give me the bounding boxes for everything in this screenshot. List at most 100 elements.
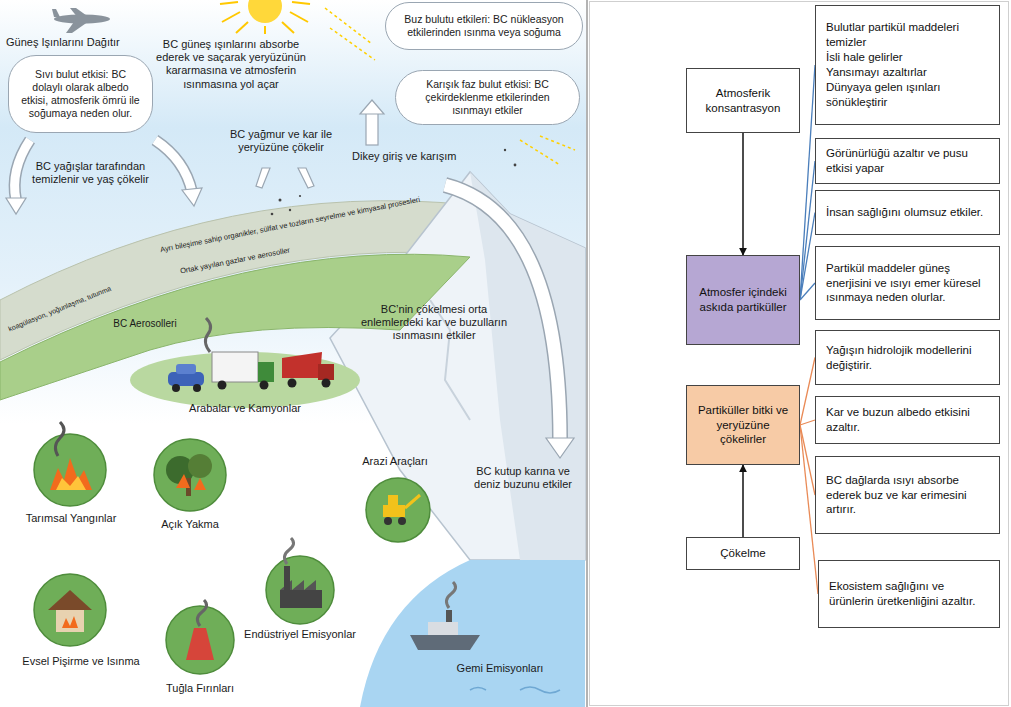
sun-part [292, 2, 310, 4]
illustration-label: Dikey giriş ve karışım [352, 150, 484, 163]
vehicles [168, 318, 334, 392]
effect-box: İnsan sağlığını olumsuz etkiler. [815, 190, 1000, 235]
sea-part [470, 687, 560, 693]
soot-dots-part [514, 164, 517, 167]
airplane [52, 8, 110, 33]
sun-part [540, 136, 575, 150]
ground-part [130, 352, 360, 408]
emission-icons-part [56, 476, 86, 490]
emission-icons-part [55, 422, 64, 456]
emission-icons-part [284, 566, 290, 590]
effect-box: Ekosistem sağlığını ve ürünlerin üretken… [818, 560, 1000, 628]
emission-icons-part [284, 538, 293, 564]
illustration-label: Arabalar ve Kamyonlar [165, 402, 325, 415]
sun-part [236, 22, 248, 33]
airplane-part [52, 9, 60, 17]
vehicles-part [282, 352, 322, 378]
soot-dots-part [279, 199, 282, 202]
connector-line [800, 358, 815, 426]
mountain [330, 172, 585, 560]
node-text: Atmosfer içindeki askıda partiküller [697, 285, 789, 315]
soot-dots-part [299, 195, 301, 197]
mountain-part [330, 172, 585, 560]
illustration-label: Tarımsal Yangınlar [6, 512, 136, 525]
process-box: Çökelme [686, 537, 800, 570]
node-text: Buz bulutu etkileri: BC nükleasyon etkil… [398, 13, 570, 39]
vehicles-part [172, 384, 180, 392]
illustration-label: koagülasyon, yoğunlaşma, tutunma [3, 283, 117, 336]
white-arrows-part [366, 112, 378, 145]
sun-part [290, 12, 308, 22]
node-text: İnsan sağlığını olumsuz etkiler. [826, 205, 989, 220]
soot-dots-part [289, 209, 291, 211]
mountain-part [470, 172, 585, 560]
white-arrows-part [360, 100, 384, 114]
node-text: Sıvı bulut etkisi: BC dolaylı olarak alb… [21, 68, 140, 119]
emission-circles-part [166, 606, 234, 674]
ship-part [428, 622, 458, 635]
white-arrows-part [298, 168, 314, 188]
connector-line [800, 161, 815, 300]
emission-icons-part [176, 474, 206, 490]
connector-line [800, 283, 815, 300]
emission-icons-part [197, 600, 206, 626]
sun-part [248, 0, 282, 23]
node-text: Yağışın hidrolojik modellerini değiştiri… [826, 343, 989, 373]
node-text: Partikül maddeler güneş enerjisini ve ıs… [826, 261, 989, 306]
sun-part [222, 12, 240, 22]
sky-background-part [0, 0, 586, 707]
illustration-label: Tuğla Fırınları [145, 682, 255, 695]
node-text: Partiküller bitki ve yeryüzüne çökelirle… [697, 403, 789, 448]
illustration-label: BC güneş ışınlarını absorbe ederek ve sa… [150, 38, 312, 91]
sea-part [360, 560, 585, 707]
illustration-label: Güneş Işınlarını Dağıtır [6, 36, 146, 49]
illustration-label: Açık Yakma [145, 518, 235, 531]
soot-dots-part [504, 149, 506, 151]
sky-background [0, 0, 586, 707]
node-text: Görünürlüğü azaltır ve pusu etkisi yapar [826, 146, 989, 176]
effect-box: Görünürlüğü azaltır ve pusu etkisi yapar [815, 138, 1000, 184]
sun-part [220, 2, 310, 34]
effect-box: BC dağlarda ısıyı absorbe ederek buz ve … [815, 456, 1000, 534]
emission-circles-part [366, 478, 430, 542]
emission-icons-part [384, 517, 392, 525]
effect-box: Kar ve buzun albedo etkisini azaltır. [815, 396, 1000, 444]
white-arrows-part [15, 140, 30, 200]
emission-icons-part [398, 517, 406, 525]
vehicles-part [205, 318, 210, 352]
node-text: Kar ve buzun albedo etkisini azaltır. [826, 405, 989, 435]
ship [410, 582, 480, 650]
emission-icons-part [280, 590, 322, 608]
emission-icons-part [56, 610, 84, 632]
vehicles-part [218, 381, 227, 390]
illustration-label: BC yağışlar tarafından temizlenir ve yaş… [28, 160, 153, 186]
node-text: Ekosistem sağlığını ve ürünlerin üretken… [829, 579, 989, 609]
airplane-part [66, 19, 92, 33]
connector-line [800, 65, 815, 300]
white-arrows-part [155, 140, 192, 192]
sea [360, 560, 585, 707]
node-text: Çökelme [697, 546, 789, 561]
vehicles-part [168, 372, 204, 386]
emission-icons-part [50, 458, 92, 490]
node-text: Atmosferik konsantrasyon [697, 86, 789, 116]
emission-icons-part [48, 590, 92, 610]
emission-circles-part [34, 434, 106, 506]
airplane-part [70, 8, 90, 18]
effect-box: Partikül maddeler güneş enerjisini ve ıs… [815, 246, 1000, 320]
sun-part [520, 140, 560, 165]
vehicles-part [258, 362, 274, 382]
white-arrows [6, 100, 574, 458]
sun-part [325, 8, 372, 44]
sun-part [330, 28, 375, 60]
sun-part [325, 8, 575, 165]
emission-icons-part [188, 454, 212, 478]
vehicles-part [318, 364, 334, 380]
illustration-label: BC yağmur ve kar ile yeryüzüne çökelir [226, 128, 336, 154]
node-text: BC dağlarda ısıyı absorbe ederek buz ve … [826, 473, 989, 518]
white-arrows-part [546, 438, 574, 458]
node-text: Bulutlar partikül maddeleri temizler [826, 20, 989, 50]
white-arrows-part [155, 140, 192, 192]
